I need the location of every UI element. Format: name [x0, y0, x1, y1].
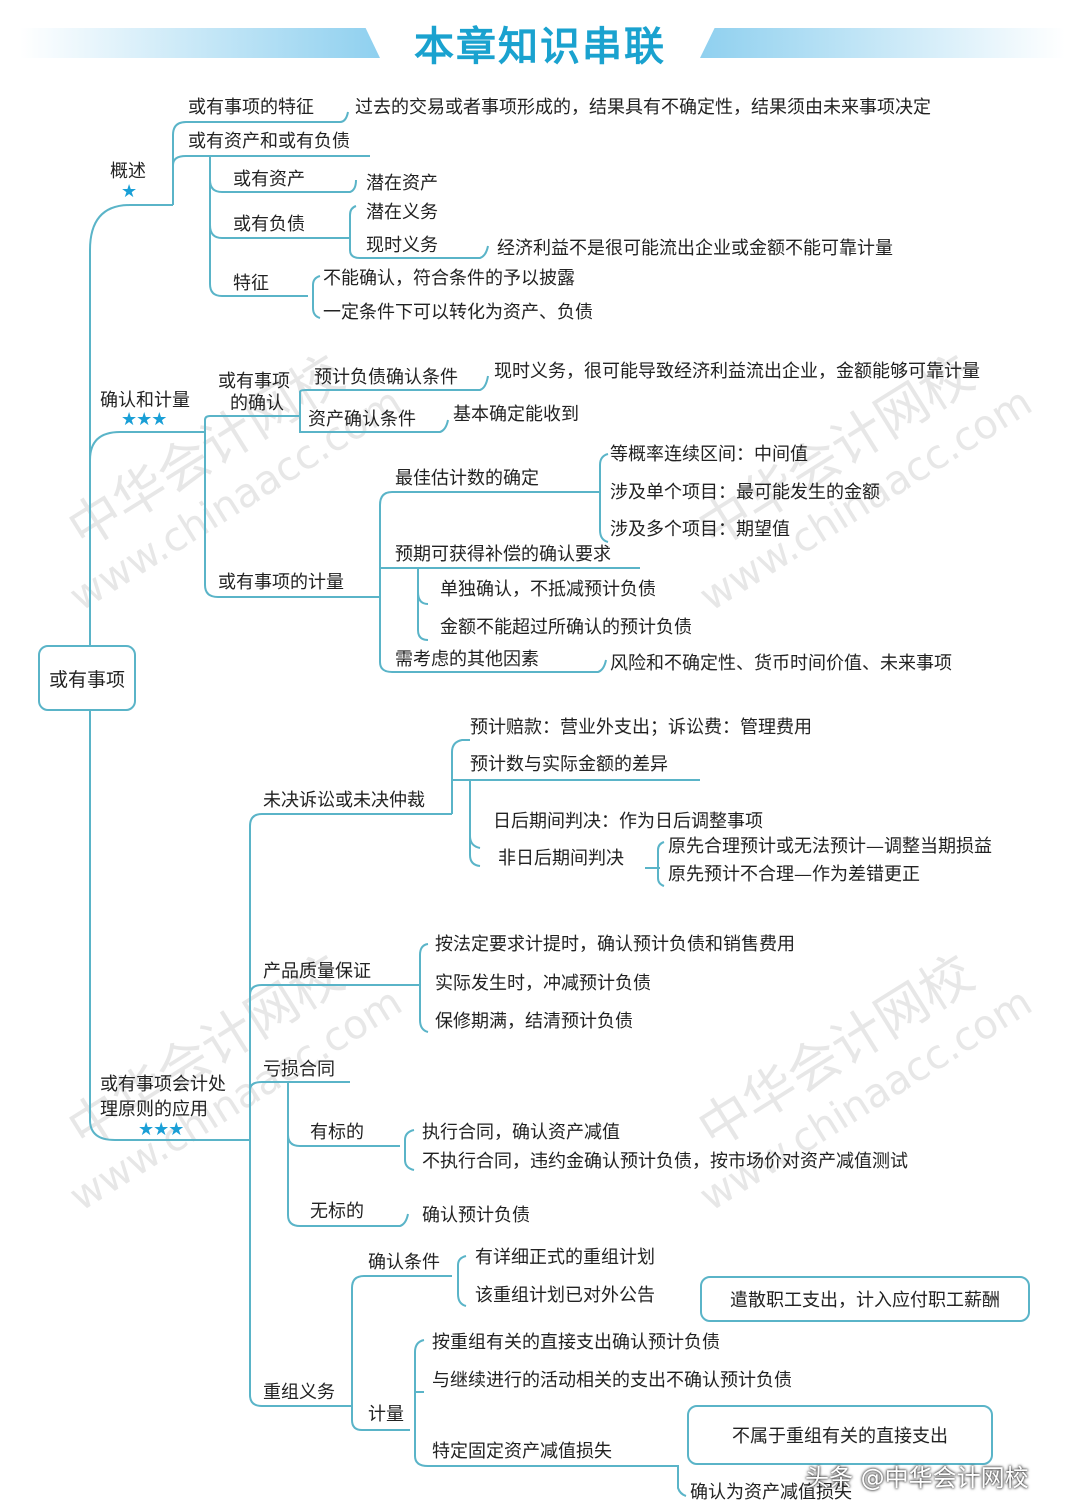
node-measure-item: 与继续进行的活动相关的支出不确认预计负债 — [432, 1370, 792, 1391]
node-without-subject-item: 确认预计负债 — [422, 1205, 530, 1226]
node-comp-item: 单独确认，不抵减预计负债 — [440, 579, 656, 600]
node-lit-sub2-item: 原先合理预计或无法预计—调整当期损益 — [668, 836, 992, 857]
branch-recognition: 确认和计量 — [100, 390, 190, 411]
node-measure: 或有事项的计量 — [218, 572, 344, 593]
node-cl-item2: 现时义务 — [366, 235, 438, 256]
node-asset-cond-text: 基本确定能收到 — [453, 404, 579, 425]
node-warranty: 产品质量保证 — [263, 961, 371, 982]
node-cl-item2-detail: 经济利益不是很可能流出企业或金额不能可靠计量 — [497, 238, 893, 259]
node-warranty-item: 实际发生时，冲减预计负债 — [435, 973, 651, 994]
node-lit-sub2-item: 原先预计不合理—作为差错更正 — [668, 864, 920, 885]
node-lit-item: 预计数与实际金额的差异 — [470, 754, 668, 775]
node-measure-item: 特定固定资产减值损失 — [432, 1441, 612, 1462]
node-trait2: 一定条件下可以转化为资产、负债 — [323, 302, 593, 323]
branch-application-2: 理原则的应用 — [100, 1099, 208, 1120]
node-trait: 特征 — [233, 273, 269, 294]
node-lit-item: 预计赔款：营业外支出；诉讼费：管理费用 — [470, 717, 812, 738]
node-litigation: 未决诉讼或未决仲裁 — [263, 790, 425, 811]
star-icon: ★★★ — [138, 1119, 184, 1140]
node-liab-cond: 预计负债确认条件 — [314, 367, 458, 388]
node-with-subject-item: 执行合同，确认资产减值 — [422, 1122, 620, 1143]
star-icon: ★★★ — [121, 409, 167, 430]
star-icon: ★ — [121, 181, 137, 202]
branch-overview: 概述 — [110, 161, 146, 182]
node-with-subject: 有标的 — [310, 1122, 364, 1143]
node-other-factors: 需考虑的其他因素 — [395, 649, 539, 670]
node-cond: 确认条件 — [368, 1252, 440, 1273]
callout-severance: 遣散职工支出，计入应付职工薪酬 — [700, 1276, 1030, 1322]
page-title: 本章知识串联 — [414, 24, 666, 70]
node-restructure: 重组义务 — [263, 1382, 335, 1403]
node-lit-sub: 日后期间判决：作为日后调整事项 — [493, 811, 763, 832]
callout-not-direct: 不属于重组有关的直接支出 — [687, 1405, 993, 1465]
title-band-left — [20, 28, 380, 58]
node-measure-r: 计量 — [368, 1404, 404, 1425]
node-onerous: 亏损合同 — [263, 1059, 335, 1080]
node-contingent-asset: 或有资产 — [233, 169, 305, 190]
node-trait1: 不能确认，符合条件的予以披露 — [323, 268, 575, 289]
node-best-item: 等概率连续区间：中间值 — [610, 444, 808, 465]
node-compensation: 预期可获得补偿的确认要求 — [395, 544, 611, 565]
node-cond-item: 该重组计划已对外公告 — [475, 1285, 655, 1306]
node-without-subject: 无标的 — [310, 1201, 364, 1222]
node-confirm-1: 或有事项 — [218, 371, 290, 392]
node-ca-cl: 或有资产和或有负债 — [188, 131, 350, 152]
node-best-item: 涉及多个项目：期望值 — [610, 519, 790, 540]
node-measure-item: 按重组有关的直接支出确认预计负债 — [432, 1332, 720, 1353]
node-warranty-item: 按法定要求计提时，确认预计负债和销售费用 — [435, 934, 795, 955]
node-contingent-liability: 或有负债 — [233, 214, 305, 235]
node-confirm-2: 的确认 — [230, 393, 284, 414]
node-feature-text: 过去的交易或者事项形成的，结果具有不确定性，结果须由未来事项决定 — [355, 97, 931, 118]
node-feature: 或有事项的特征 — [188, 97, 314, 118]
node-impairment: 确认为资产减值损失 — [690, 1482, 852, 1503]
node-with-subject-item: 不执行合同，违约金确认预计负债，按市场价对资产减值测试 — [422, 1151, 908, 1172]
branch-application-1: 或有事项会计处 — [100, 1074, 226, 1095]
node-liab-cond-text: 现时义务，很可能导致经济利益流出企业，金额能够可靠计量 — [494, 361, 980, 382]
source-credit: 头条 @中华会计网校 — [805, 1464, 1029, 1492]
title-band-right — [700, 28, 1065, 58]
node-cond-item: 有详细正式的重组计划 — [475, 1247, 655, 1268]
node-other-text: 风险和不确定性、货币时间价值、未来事项 — [610, 653, 952, 674]
node-cl-item1: 潜在义务 — [366, 202, 438, 223]
node-ca-item: 潜在资产 — [366, 173, 438, 194]
node-best-estimate: 最佳估计数的确定 — [395, 468, 539, 489]
node-comp-item: 金额不能超过所确认的预计负债 — [440, 617, 692, 638]
node-best-item: 涉及单个项目：最可能发生的金额 — [610, 482, 880, 503]
node-lit-sub: 非日后期间判决 — [498, 848, 624, 869]
node-asset-cond: 资产确认条件 — [308, 409, 416, 430]
root-node: 或有事项 — [38, 645, 136, 711]
node-warranty-item: 保修期满，结清预计负债 — [435, 1011, 633, 1032]
